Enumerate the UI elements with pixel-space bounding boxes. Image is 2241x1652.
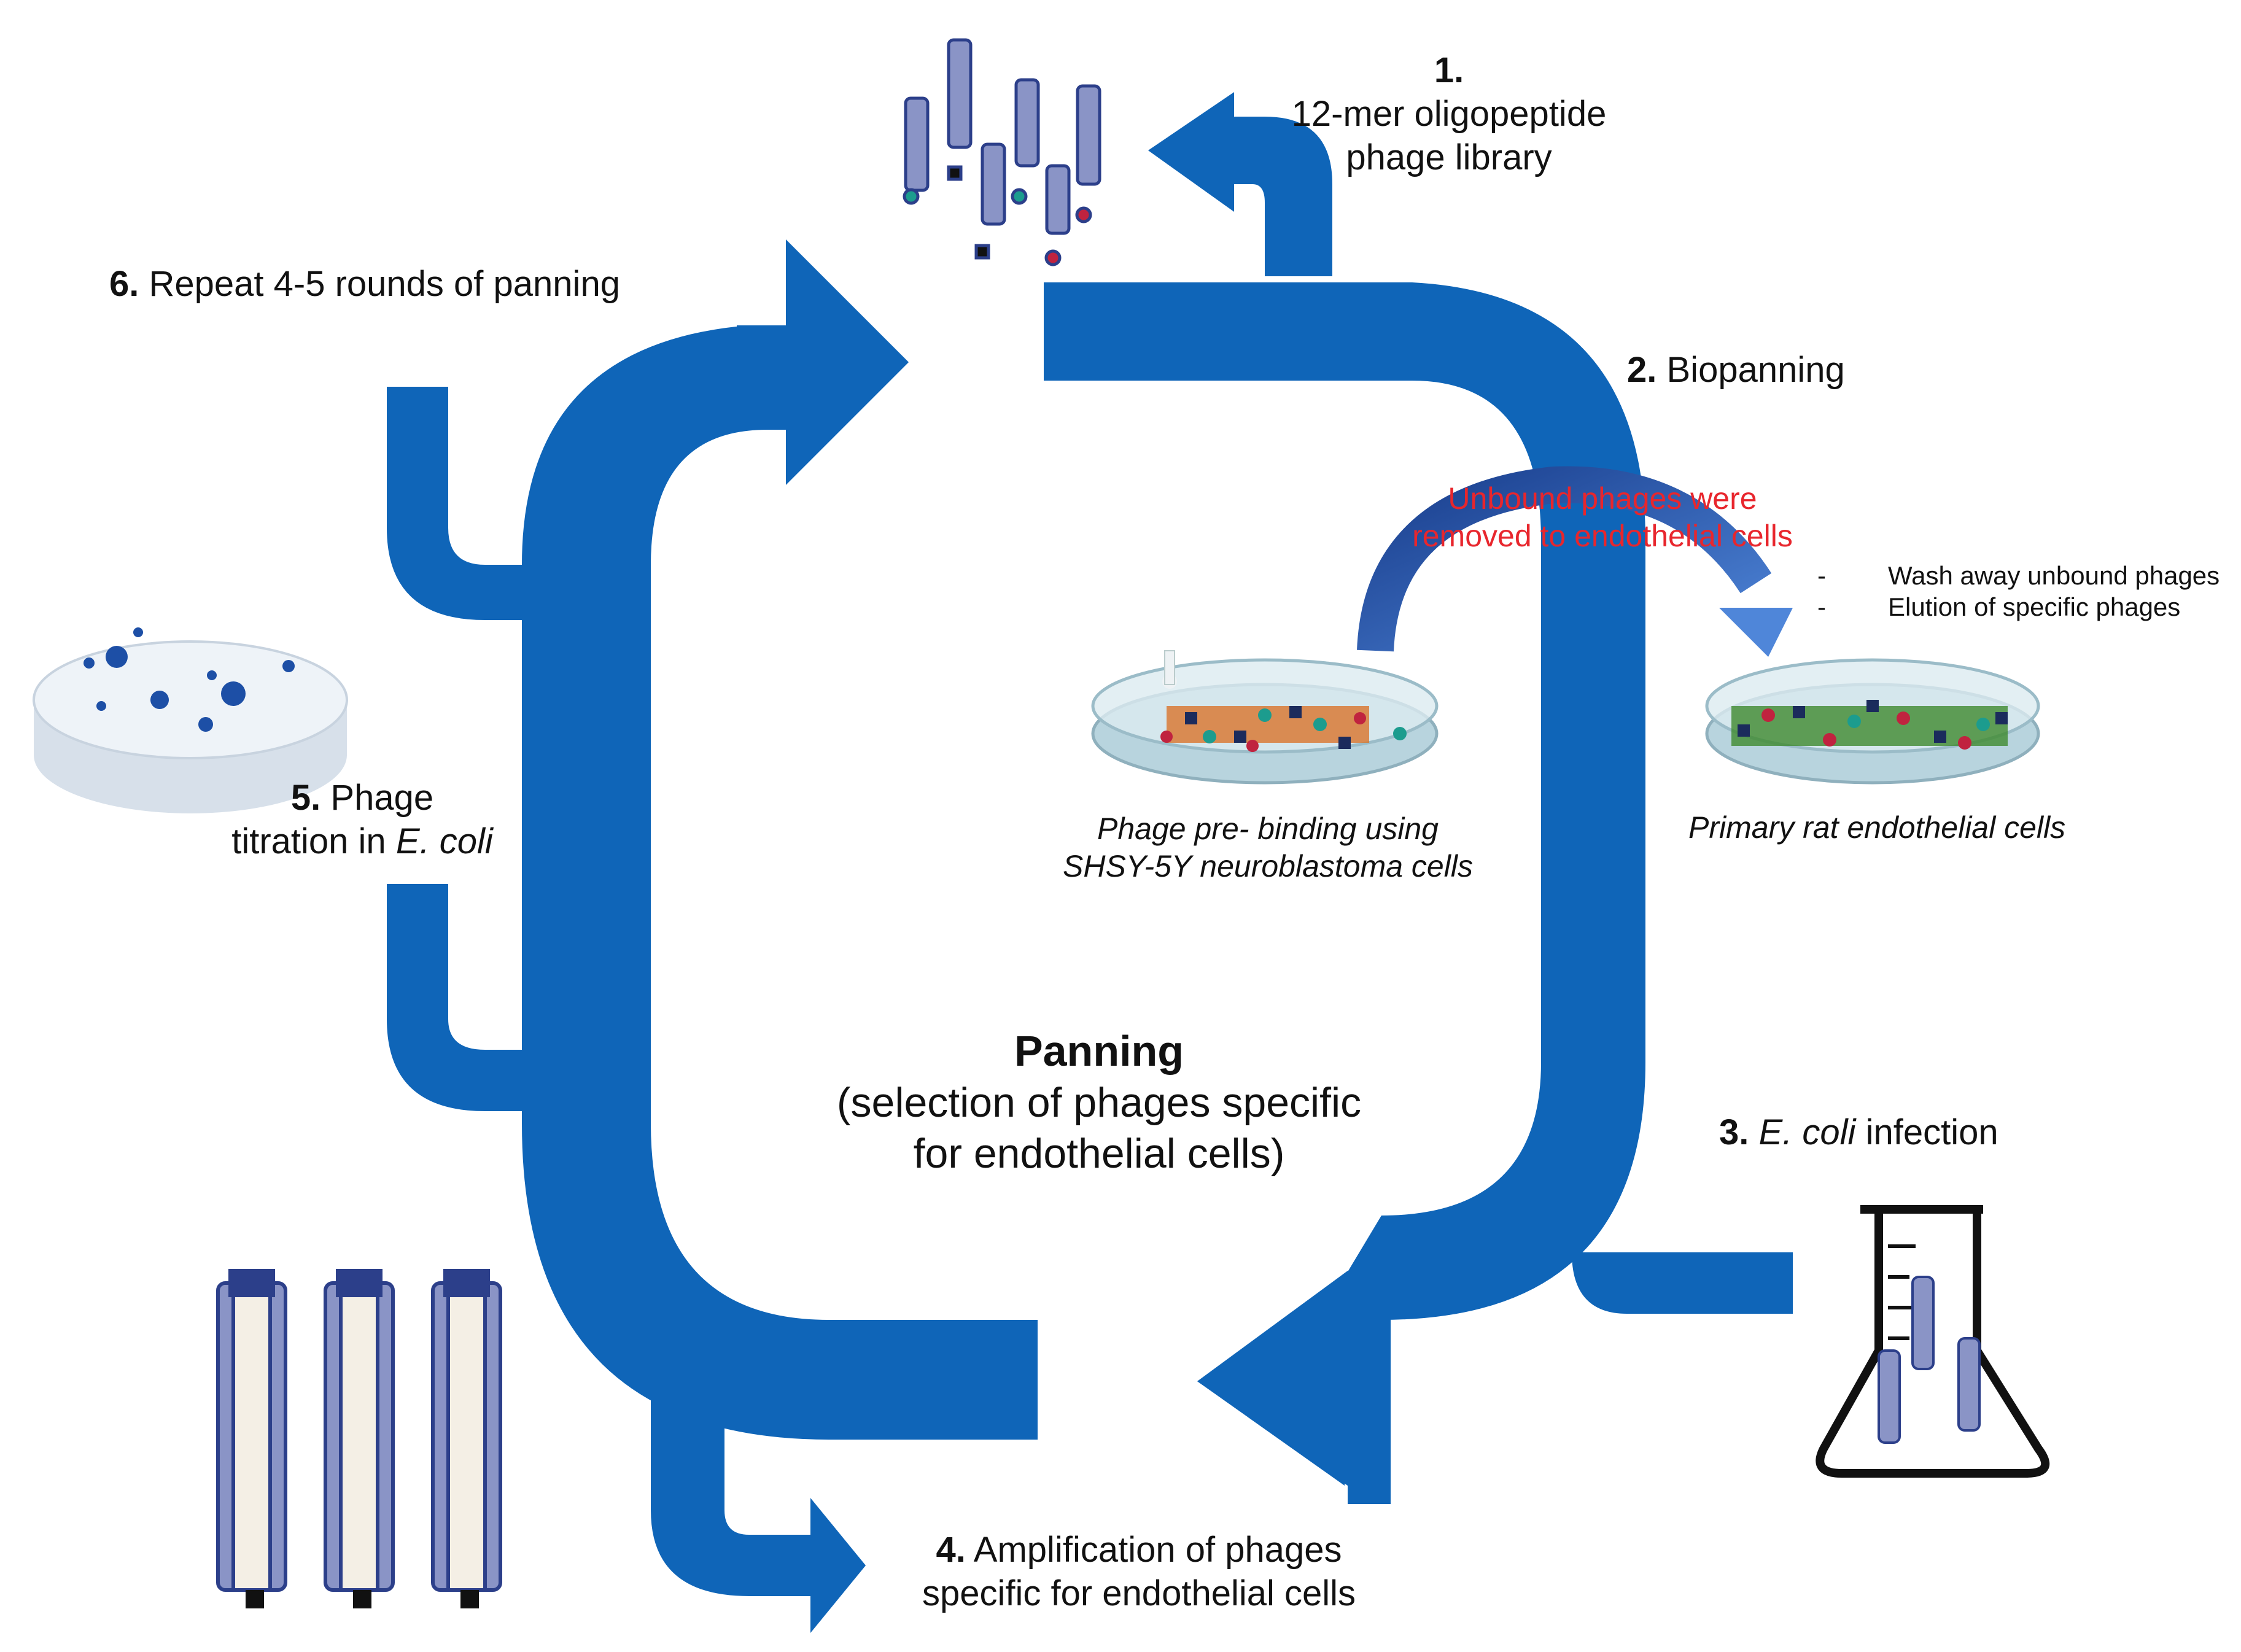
unbound-note-line1: Unbound phages were	[1448, 481, 1757, 516]
cycle-band	[387, 92, 1793, 1633]
step5-connector	[387, 884, 534, 1111]
step5-label: 5. Phage titration in E. coli	[231, 778, 493, 861]
transfer-curved-arrow	[1357, 466, 1793, 657]
phages-amplified	[216, 1269, 502, 1608]
flask	[1816, 1205, 2050, 1478]
step4-arrow	[651, 1381, 866, 1633]
step2-label: 2. Biopanning	[1627, 349, 1845, 392]
step6-number: 6.	[109, 264, 139, 304]
step5-number: 5.	[290, 778, 321, 818]
wash-note-2: -Elution of specific phages	[1817, 592, 2181, 622]
wash-note-1: -Wash away unbound phages	[1817, 561, 2220, 590]
step1-number: 1.	[1434, 50, 1464, 90]
dish1-caption: Phage pre- binding using SHSY-5Y neurobl…	[1063, 812, 1473, 883]
phage-library-top	[903, 38, 1101, 266]
step6-label: 6. Repeat 4-5 rounds of panning	[109, 263, 620, 306]
cycle-bottom-arrow	[1197, 1271, 1348, 1486]
step3-connector	[1572, 1252, 1793, 1314]
unbound-note: Unbound phages were removed to endotheli…	[1394, 480, 1811, 555]
dish-endothelial	[1705, 658, 2040, 785]
step3-number: 3.	[1719, 1112, 1749, 1152]
step6-connector	[387, 387, 534, 620]
flask-phages	[1878, 1276, 1981, 1444]
cycle-bottom-left-arm	[522, 325, 1038, 1440]
center-panning-title: Panning (selection of phages specific fo…	[786, 1025, 1412, 1179]
step3-label: 3. E. coli infection	[1719, 1112, 1998, 1152]
step1-hook-arrow	[1148, 92, 1332, 276]
step2-text: Biopanning	[1666, 350, 1845, 390]
wash-notes: -Wash away unbound phages -Elution of sp…	[1817, 560, 2220, 622]
unbound-note-line2: removed to endothelial cells	[1412, 519, 1793, 553]
panning-subtitle-1: (selection of phages specific	[836, 1079, 1362, 1127]
step2-number: 2.	[1627, 350, 1657, 390]
cycle-top-right-arm	[1044, 282, 1645, 1320]
dish2-caption: Primary rat endothelial cells	[1688, 810, 2066, 845]
dish-shsy5y	[1091, 650, 1439, 785]
step6-text: Repeat 4-5 rounds of panning	[149, 264, 620, 304]
step1-line1: 12-mer oligopeptide	[1291, 93, 1607, 134]
agar-plate	[33, 627, 348, 813]
cycle-top-left-arrowhead	[786, 239, 909, 485]
step4-label: 4. Amplification of phages specific for …	[922, 1530, 1356, 1613]
panning-heading: Panning	[1014, 1027, 1184, 1075]
step1-label: 1. 12-mer oligopeptide phage library	[1246, 49, 1652, 179]
panning-subtitle-2: for endothelial cells)	[913, 1130, 1285, 1177]
step1-line2: phage library	[1346, 137, 1552, 177]
step4-number: 4.	[936, 1530, 966, 1570]
